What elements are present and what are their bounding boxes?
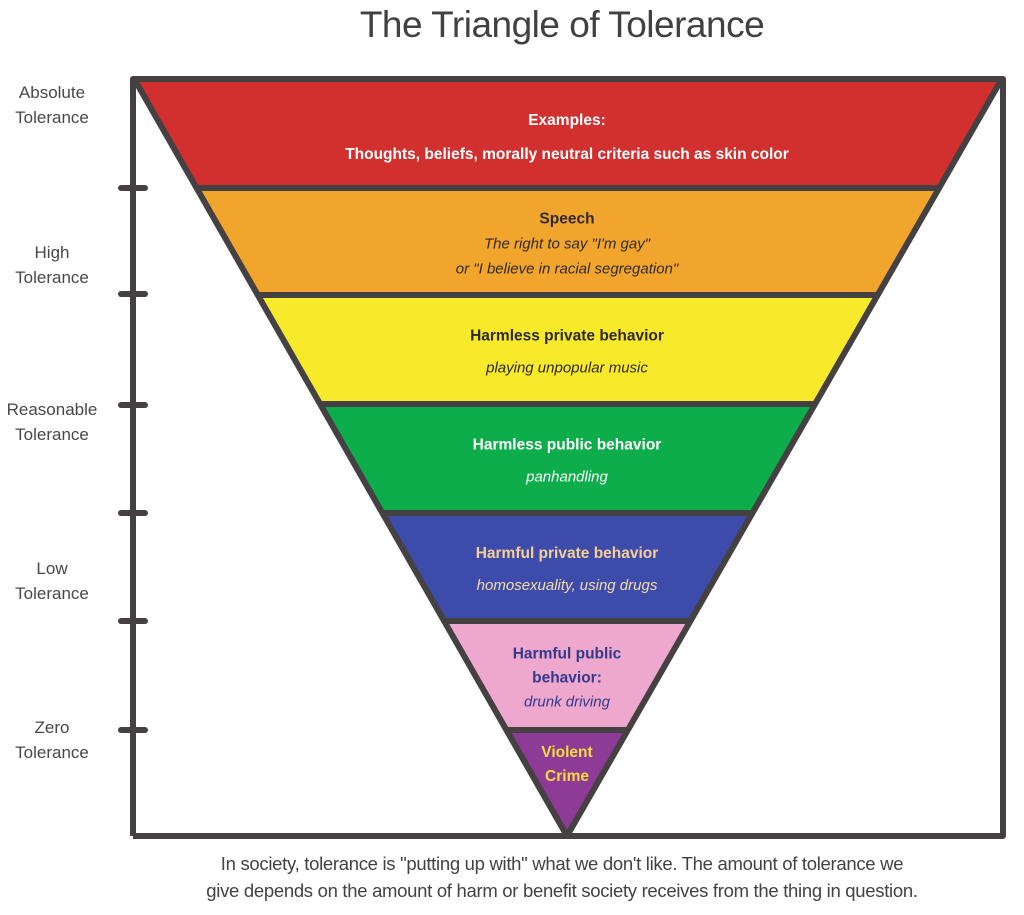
level-label-line: Tolerance	[15, 108, 89, 127]
level-label-line: Tolerance	[15, 743, 89, 762]
caption-line-1: In society, tolerance is "putting up wit…	[220, 853, 904, 874]
level-label-line: Tolerance	[15, 268, 89, 287]
level-label-line: High	[34, 243, 70, 262]
level-label-line: Absolute	[18, 83, 86, 102]
triangle-left-edge	[133, 79, 570, 839]
level-label-low: Low Tolerance	[0, 556, 104, 606]
band-speech	[196, 188, 940, 295]
diagram-title: The Triangle of Tolerance	[359, 4, 765, 45]
triangle-right-edge	[564, 79, 1003, 839]
band-example-text: or "I believe in racial segregation"	[456, 261, 679, 278]
band-heading: Violent	[541, 744, 592, 761]
band-example-text: Thoughts, beliefs, morally neutral crite…	[345, 146, 789, 163]
band-heading: Harmful public	[513, 646, 622, 663]
level-label-high: High Tolerance	[0, 240, 104, 290]
band-examples	[136, 82, 1000, 188]
band-heading: Harmless private behavior	[470, 328, 664, 345]
band-harmful-public	[444, 621, 691, 730]
band-example-text: panhandling	[525, 469, 608, 486]
band-heading: behavior:	[532, 670, 602, 687]
level-label-absolute: Absolute Tolerance	[0, 80, 104, 130]
level-label-line: Zero	[34, 718, 70, 737]
band-heading: Crime	[545, 768, 589, 785]
band-harmful-private	[382, 513, 753, 621]
level-label-zero: Zero Tolerance	[0, 715, 104, 765]
band-example-text: The right to say "I'm gay"	[484, 236, 651, 253]
caption: In society, tolerance is "putting up wit…	[100, 850, 1024, 904]
band-heading: Speech	[539, 211, 594, 228]
band-violent-crime	[506, 730, 628, 836]
band-harmless-public	[320, 404, 816, 513]
level-label-line: Reasonable	[6, 400, 98, 419]
level-label-line: Low	[36, 559, 68, 578]
band-heading: Harmful private behavior	[476, 545, 659, 562]
band-heading: Examples:	[528, 112, 606, 129]
band-heading: Harmless public behavior	[473, 437, 662, 454]
band-example-text: playing unpopular music	[485, 360, 648, 377]
band-example-text: drunk driving	[524, 694, 611, 711]
level-label-reasonable: Reasonable Tolerance	[0, 397, 104, 447]
level-label-line: Tolerance	[15, 584, 89, 603]
level-label-line: Tolerance	[15, 425, 89, 444]
band-harmless-private	[257, 295, 878, 404]
band-example-text: homosexuality, using drugs	[477, 577, 658, 594]
caption-line-2: give depends on the amount of harm or be…	[206, 880, 918, 901]
outer-frame	[130, 76, 1006, 839]
